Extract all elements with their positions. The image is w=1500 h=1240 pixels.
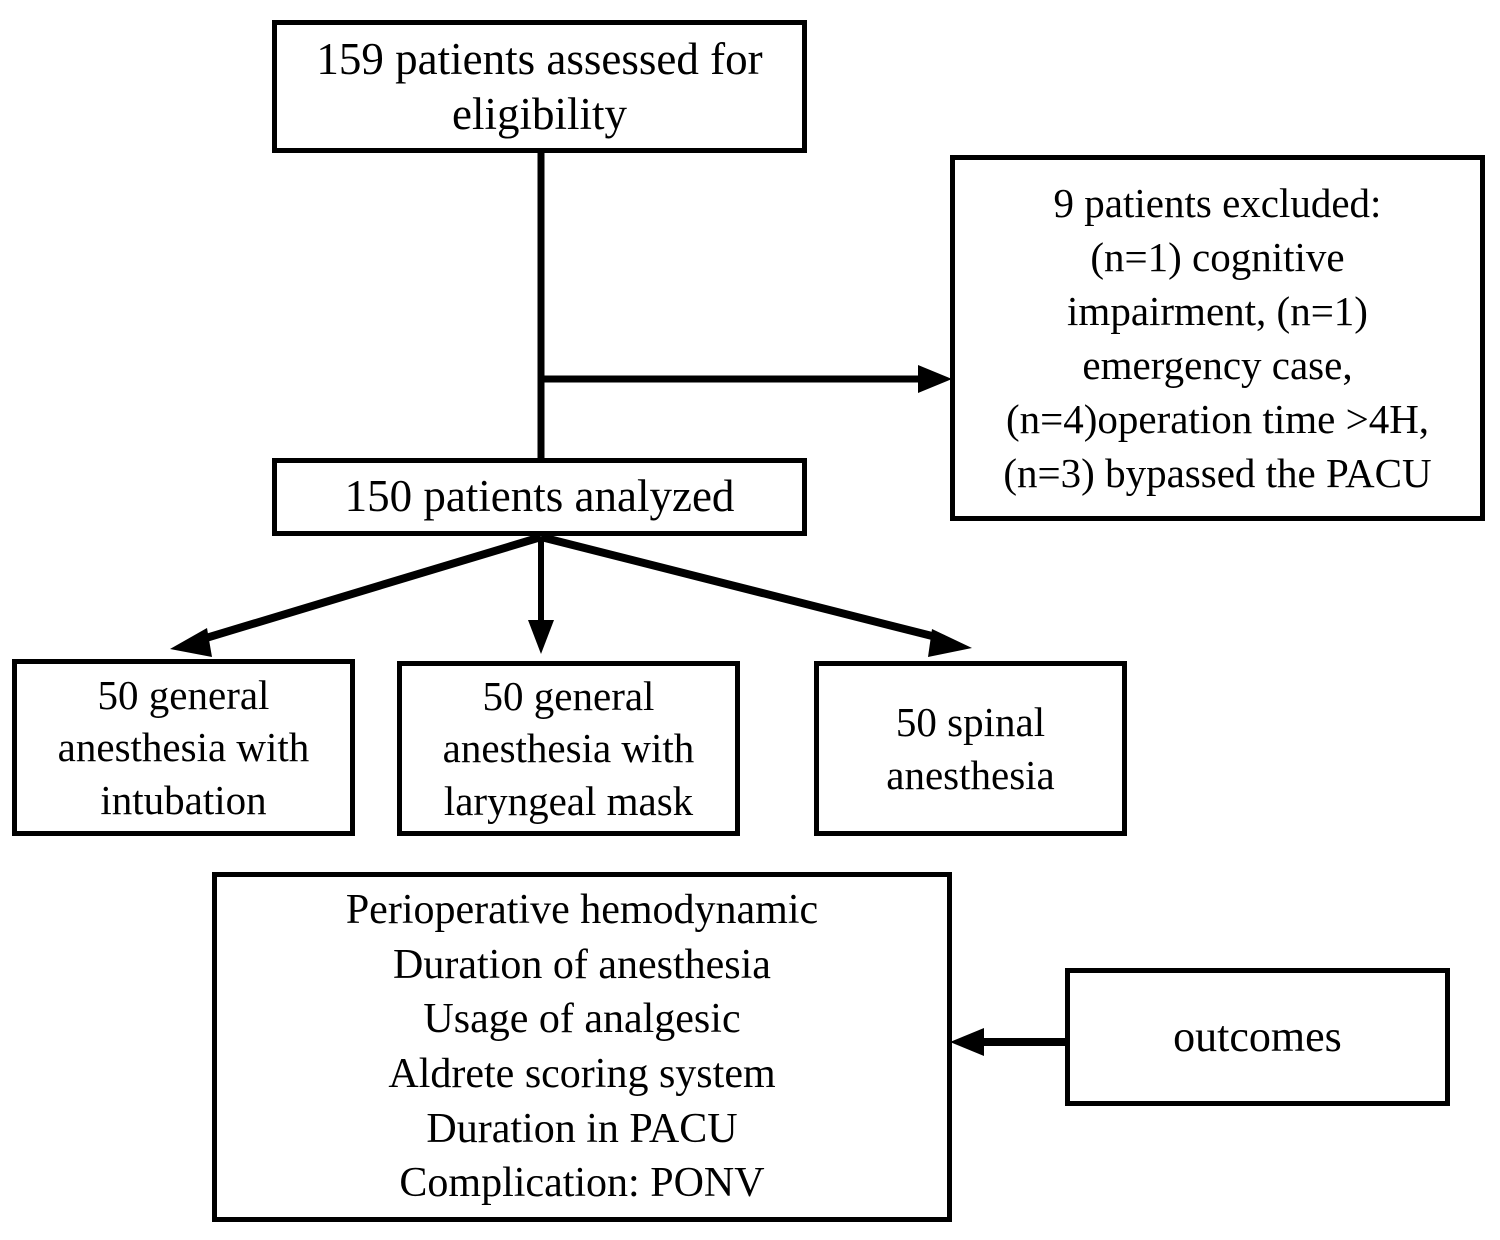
- outcome-item-3: Usage of analgesic: [423, 996, 741, 1043]
- edge-analyzed-to-group-1: [170, 533, 543, 657]
- node-group-2-line-3: laryngeal mask: [443, 777, 694, 824]
- node-group-general-anesthesia-laryngeal-mask[interactable]: 50 general anesthesia with laryngeal mas…: [397, 661, 740, 836]
- node-group-spinal-anesthesia[interactable]: 50 spinal anesthesia: [814, 661, 1127, 836]
- node-group-2-line-1: 50 general: [482, 673, 655, 720]
- outcome-item-5: Duration in PACU: [426, 1105, 738, 1152]
- node-group-3-line-1: 50 spinal: [895, 699, 1046, 746]
- node-outcomes-line-1: outcomes: [1173, 1012, 1342, 1062]
- outcome-item-1: Perioperative hemodynamic: [345, 887, 819, 934]
- edge-analyzed-to-group-2: [528, 537, 554, 654]
- node-outcomes-label[interactable]: outcomes: [1065, 968, 1450, 1106]
- node-group-1-line-3: intubation: [100, 776, 267, 823]
- node-group-1-line-2: anesthesia with: [57, 724, 310, 771]
- node-outcomes-list[interactable]: Perioperative hemodynamic Duration of an…: [212, 872, 952, 1222]
- outcome-item-2: Duration of anesthesia: [393, 941, 771, 988]
- node-group-3-line-2: anesthesia: [886, 751, 1055, 798]
- node-screened-line-1: 159 patients assessed for: [316, 33, 763, 84]
- node-patients-excluded[interactable]: 9 patients excluded: (n=1) cognitive imp…: [950, 155, 1485, 521]
- node-excluded-line-2: (n=1) cognitive: [1090, 233, 1345, 280]
- node-patients-screened[interactable]: 159 patients assessed for eligibility: [272, 20, 807, 153]
- edge-outcomes-to-outcomes-list: [950, 1028, 1065, 1056]
- outcome-item-4: Aldrete scoring system: [388, 1051, 776, 1097]
- node-group-general-anesthesia-intubation[interactable]: 50 general anesthesia with intubation: [12, 659, 355, 836]
- node-screened-line-2: eligibility: [452, 88, 627, 139]
- node-excluded-line-5: (n=4)operation time >4H,: [1005, 396, 1430, 443]
- node-excluded-line-1: 9 patients excluded:: [1053, 179, 1382, 226]
- edge-screened-to-analyzed: [527, 153, 555, 500]
- outcome-item-6: Complication: PONV: [399, 1160, 765, 1207]
- node-patients-analyzed[interactable]: 150 patients analyzed: [272, 458, 807, 536]
- node-group-1-line-1: 50 general: [97, 672, 270, 719]
- node-analyzed-line-1: 150 patients analyzed: [344, 471, 735, 522]
- node-group-2-line-2: anesthesia with: [442, 725, 695, 772]
- node-excluded-line-3: impairment, (n=1): [1067, 287, 1368, 334]
- edge-screened-to-excluded: [541, 365, 952, 393]
- edge-analyzed-to-group-3: [540, 533, 972, 657]
- node-excluded-line-6: (n=3) bypassed the PACU: [1003, 450, 1432, 497]
- node-excluded-line-4: emergency case,: [1082, 342, 1353, 388]
